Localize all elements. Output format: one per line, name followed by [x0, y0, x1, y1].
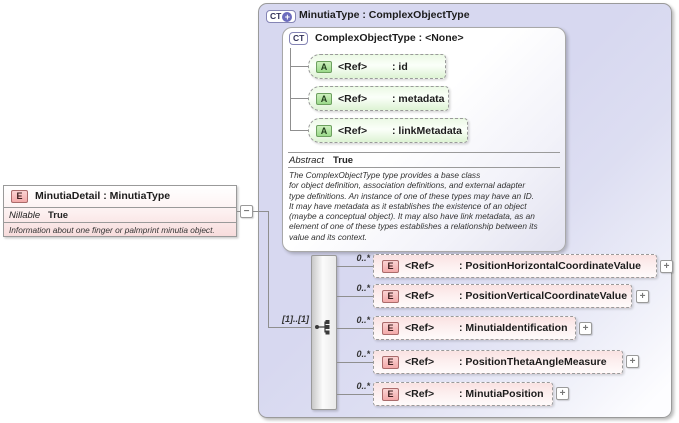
expand-button[interactable]: +: [660, 260, 673, 273]
element-positionthetaanglemeasure[interactable]: E <Ref> : PositionThetaAngleMeasure: [373, 350, 623, 374]
expand-button[interactable]: +: [626, 355, 639, 368]
expand-button[interactable]: +: [579, 322, 592, 335]
plus-icon: +: [582, 323, 589, 334]
element-icon: E: [382, 356, 399, 369]
complex-type-icon: CT: [289, 32, 309, 45]
connector-line: [290, 98, 308, 99]
connector-line: [290, 130, 308, 131]
plus-icon: +: [629, 356, 636, 367]
expand-button[interactable]: +: [556, 387, 569, 400]
element-declaration-title: MinutiaDetail : MinutiaType: [35, 190, 171, 202]
attribute-metadata[interactable]: A <Ref> : metadata: [308, 86, 449, 111]
element-ref: <Ref>: [405, 322, 435, 334]
plus-icon: +: [639, 291, 646, 302]
element-name: : MinutiaIdentification: [459, 322, 568, 334]
attribute-icon: A: [316, 125, 332, 137]
element-positionverticalcoordinatevalue[interactable]: E <Ref> : PositionVerticalCoordinateValu…: [373, 284, 632, 308]
expand-button[interactable]: +: [636, 290, 649, 303]
occurs-label: 0..*: [356, 349, 370, 359]
connector-line: [337, 266, 373, 267]
element-name: : PositionHorizontalCoordinateValue: [459, 260, 642, 272]
connector-line: [337, 328, 373, 329]
attribute-ref: <Ref>: [338, 93, 368, 105]
divider: [4, 207, 236, 208]
element-name: : MinutiaPosition: [459, 388, 544, 400]
collapse-button[interactable]: −: [240, 205, 253, 218]
connector-line: [290, 48, 291, 131]
connector-line: [237, 211, 240, 212]
occurs-label: 0..*: [356, 315, 370, 325]
element-icon: E: [382, 260, 399, 273]
element-ref: <Ref>: [405, 260, 435, 272]
nillable-label: Nillable: [9, 210, 41, 221]
connector-line: [337, 394, 373, 395]
nillable-value: True: [48, 210, 69, 221]
element-icon: E: [11, 190, 28, 203]
sequence-bar[interactable]: [311, 255, 337, 410]
abstract-label: Abstract: [289, 155, 324, 166]
plus-icon: +: [559, 388, 566, 399]
element-annotation: Information about one finger or palmprin…: [9, 225, 215, 235]
connector-line: [337, 362, 373, 363]
abstract-value: True: [333, 155, 354, 166]
divider: [288, 167, 560, 168]
type-panel-title: MinutiaType : ComplexObjectType: [299, 9, 470, 21]
element-icon: E: [382, 290, 399, 303]
element-icon: E: [382, 322, 399, 335]
element-ref: <Ref>: [405, 356, 435, 368]
element-minutiaidentification[interactable]: E <Ref> : MinutiaIdentification: [373, 316, 576, 340]
element-ref: <Ref>: [405, 290, 435, 302]
attribute-ref: <Ref>: [338, 125, 368, 137]
divider: [4, 222, 236, 223]
attribute-linkmetadata[interactable]: A <Ref> : linkMetadata: [308, 118, 468, 143]
attribute-icon: A: [316, 61, 332, 73]
element-ref: <Ref>: [405, 388, 435, 400]
attribute-name: : linkMetadata: [392, 125, 463, 137]
divider: [288, 152, 560, 153]
complex-type-icon: CT+: [266, 10, 297, 23]
sequence-cardinality: [1]..[1]: [282, 314, 309, 324]
element-name: : PositionThetaAngleMeasure: [459, 356, 607, 368]
element-minutiaposition[interactable]: E <Ref> : MinutiaPosition: [373, 382, 553, 406]
connector-line: [268, 211, 269, 328]
occurs-label: 0..*: [356, 253, 370, 263]
element-positionhorizontalcoordinatevalue[interactable]: E <Ref> : PositionHorizontalCoordinateVa…: [373, 254, 657, 278]
attribute-id[interactable]: A <Ref> : id: [308, 54, 446, 79]
connector-line: [268, 327, 312, 328]
complex-type-icon-label: CT: [293, 33, 305, 43]
base-type-title: ComplexObjectType : <None>: [315, 32, 464, 44]
attribute-name: : id: [392, 61, 408, 73]
complex-type-icon-label: CT: [270, 11, 282, 21]
occurs-label: 0..*: [356, 283, 370, 293]
minus-icon: −: [243, 206, 250, 217]
occurs-label: 0..*: [356, 381, 370, 391]
connector-line: [253, 211, 269, 212]
plus-icon: +: [663, 261, 670, 272]
connector-line: [337, 296, 373, 297]
element-icon: E: [382, 388, 399, 401]
sequence-icon: [315, 320, 330, 335]
plus-badge-icon: +: [282, 11, 293, 22]
attribute-icon: A: [316, 93, 332, 105]
base-type-annotation: The ComplexObjectType type provides a ba…: [289, 170, 538, 242]
attribute-name: : metadata: [392, 93, 445, 105]
attribute-ref: <Ref>: [338, 61, 368, 73]
element-name: : PositionVerticalCoordinateValue: [459, 290, 628, 302]
base-type-box: CT ComplexObjectType : <None> A <Ref> : …: [282, 27, 566, 252]
element-declaration-box[interactable]: E MinutiaDetail : MinutiaType Nillable T…: [3, 185, 237, 237]
connector-line: [290, 66, 308, 67]
